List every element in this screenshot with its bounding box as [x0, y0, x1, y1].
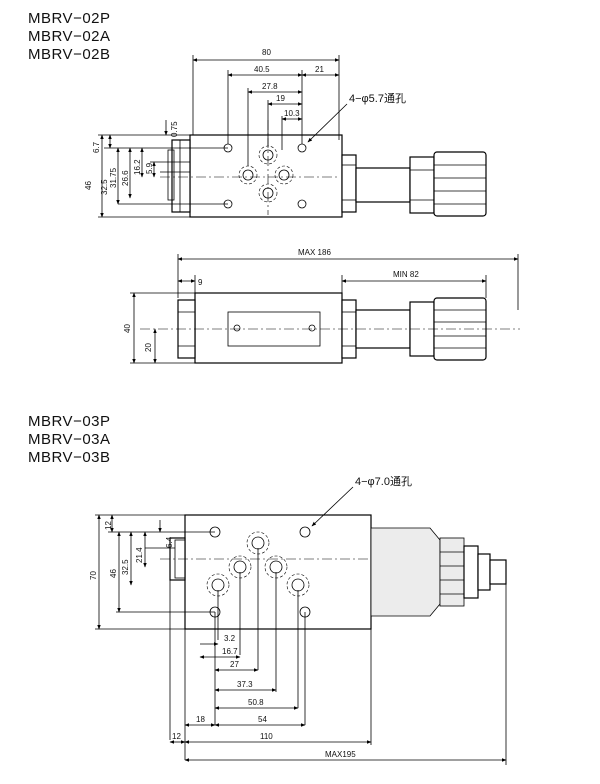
model-label: MBRV−03B: [28, 449, 111, 466]
dim-27-8: 27.8: [262, 82, 278, 91]
dim-min-82: MIN 82: [393, 270, 419, 279]
diagram-02-top-view: MAX 186 MIN 82 9 40 20: [123, 248, 520, 364]
dim-6-7: 6.7: [92, 141, 101, 153]
valve-body: [189, 134, 343, 218]
dim-max-186: MAX 186: [298, 248, 331, 257]
adjust-screw: [489, 559, 507, 585]
model-label: MBRV−03A: [28, 431, 111, 448]
dim-31-75: 31.75: [109, 167, 118, 188]
dim-21-4: 21.4: [135, 547, 144, 563]
dim-10-3: 10.3: [284, 109, 300, 118]
dim-19: 19: [276, 94, 285, 103]
dim-16-2: 16.2: [133, 159, 142, 175]
dim-9: 9: [198, 278, 203, 287]
dim-12: 12: [104, 521, 113, 530]
end-cap: [171, 139, 191, 213]
dim-70: 70: [89, 571, 98, 580]
dim-3-2: 3.2: [224, 634, 236, 643]
dim-27: 27: [230, 660, 239, 669]
dim-40: 40: [123, 324, 132, 333]
dim-max195: MAX195: [325, 750, 356, 759]
model-label: MBRV−02B: [28, 46, 111, 63]
dim-54: 54: [258, 715, 267, 724]
dim-26-6: 26.6: [121, 170, 130, 186]
screw-head: [477, 553, 491, 591]
dim-16-7: 16.7: [222, 647, 238, 656]
hole-note: 4−φ7.0通孔: [355, 475, 412, 488]
diagram-02-front-view: 80 40.5 21 27.8 19 10.3 4−φ5.7通孔 0.75 6.…: [84, 48, 487, 218]
dim-0-75: 0.75: [170, 121, 179, 137]
dim-32-5: 32.5: [100, 179, 109, 195]
dim-5-9: 5.9: [145, 162, 154, 174]
dim-21: 21: [315, 65, 324, 74]
dim-20: 20: [144, 343, 153, 352]
locknut: [463, 545, 479, 599]
dim-80: 80: [262, 48, 271, 57]
dim-40-5: 40.5: [254, 65, 270, 74]
dim-46: 46: [84, 181, 93, 190]
dim-6-4: 6.4: [165, 536, 174, 548]
dim-32-5: 32.5: [121, 559, 130, 575]
dim-12-bottom: 12: [172, 732, 181, 741]
adjust-knob: [433, 151, 487, 217]
dim-46: 46: [109, 569, 118, 578]
dim-18: 18: [196, 715, 205, 724]
dim-50-8: 50.8: [248, 698, 264, 707]
model-label: MBRV−02P: [28, 10, 111, 27]
dim-37-3: 37.3: [237, 680, 253, 689]
locknut: [409, 156, 435, 214]
dim-110: 110: [260, 732, 273, 741]
diagram-03-front-view: 4−φ7.0通孔 12 6.4 21.4 32.5 46 70: [89, 475, 507, 765]
knob: [439, 537, 465, 607]
hole-note: 4−φ5.7通孔: [349, 92, 406, 105]
model-label: MBRV−03P: [28, 413, 111, 430]
hex-nut: [341, 154, 357, 213]
bonnet: [370, 527, 441, 617]
model-label: MBRV−02A: [28, 28, 111, 45]
model-list-03: MBRV−03P MBRV−03A MBRV−03B: [28, 413, 111, 467]
model-list-02: MBRV−02P MBRV−02A MBRV−02B: [28, 10, 111, 64]
adjust-stem: [355, 167, 411, 203]
